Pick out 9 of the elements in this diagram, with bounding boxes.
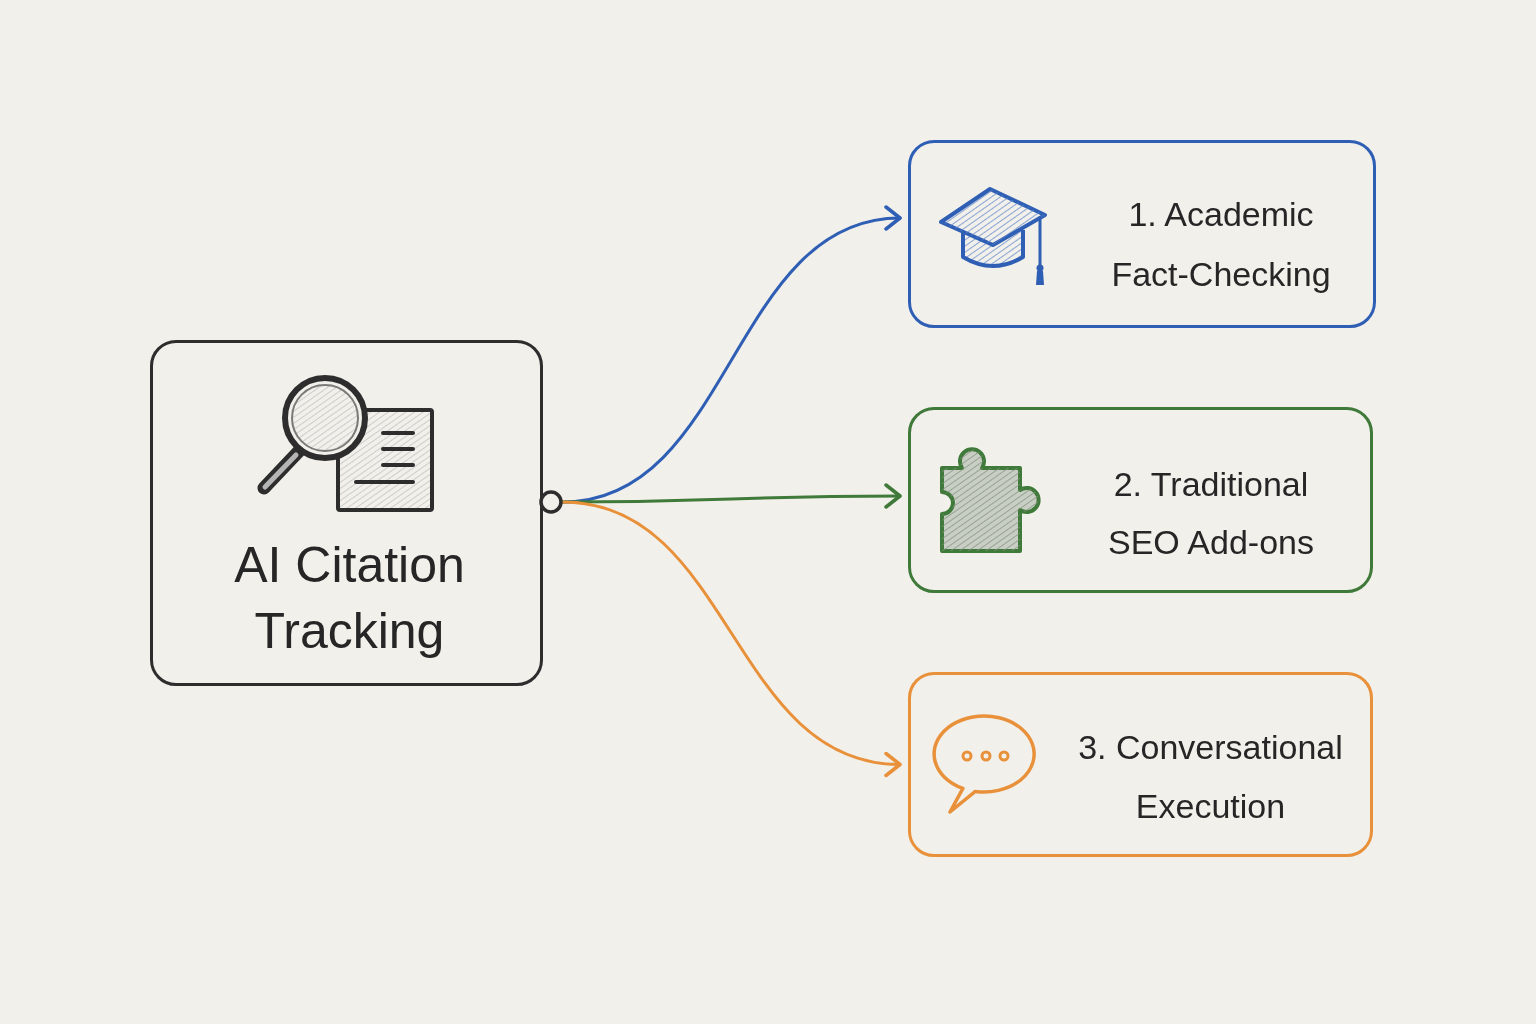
arrow: [561, 500, 902, 776]
process-box: [908, 407, 1373, 593]
node-label: 3. Conversational Execution: [1077, 727, 1344, 827]
process-box: [150, 340, 543, 686]
process-box: [908, 672, 1373, 857]
node-label: 1. Academic Fact-Checking: [1110, 194, 1332, 295]
node-label: AI Citation Tracking: [233, 536, 466, 661]
node-label: 2. Traditional SEO Add-ons: [1107, 464, 1315, 563]
process-box: [908, 140, 1376, 328]
